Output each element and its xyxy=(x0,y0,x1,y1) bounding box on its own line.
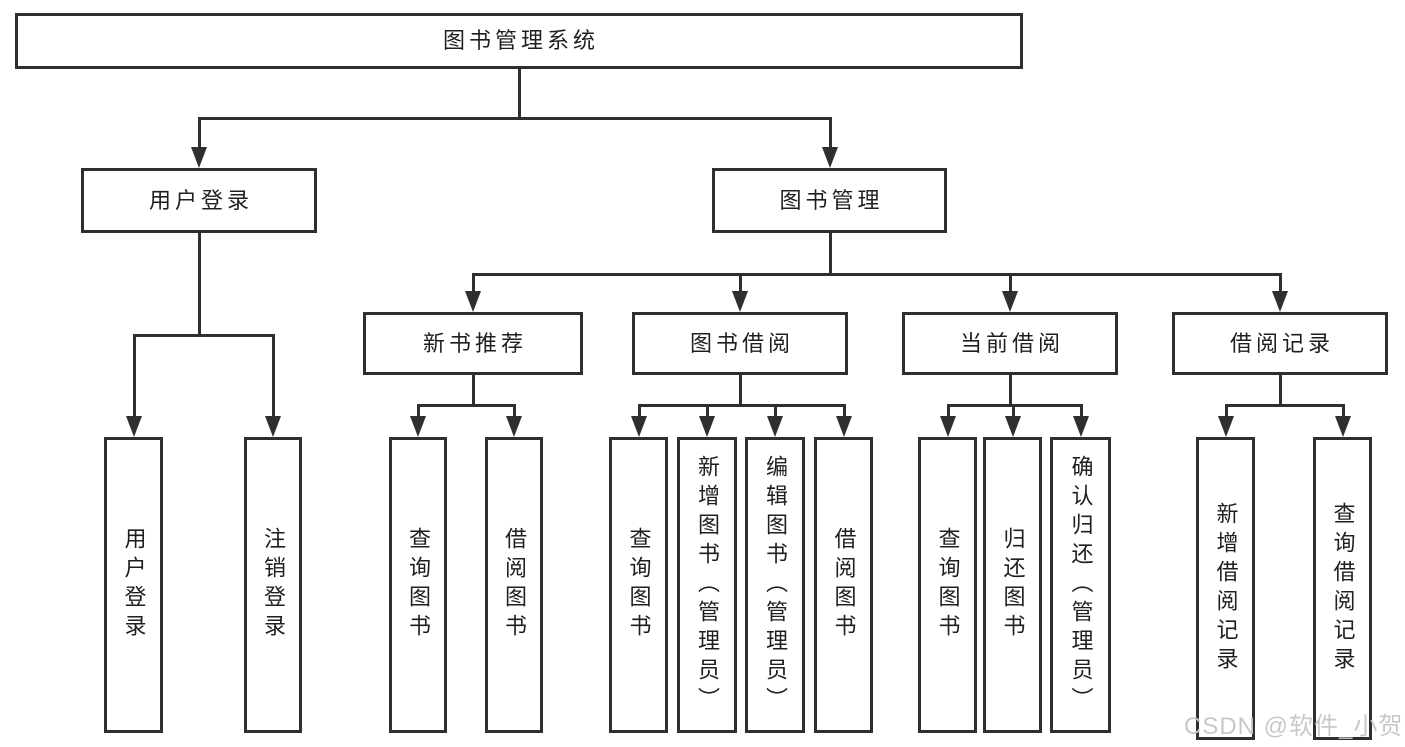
node-label-bb-add: 新增图书（管理员） xyxy=(695,454,720,716)
connector-stub-book-mgmt xyxy=(829,232,832,275)
node-bb-edit: 编辑图书（管理员） xyxy=(745,437,805,733)
connector-drop-leaf-logout xyxy=(272,334,275,421)
node-label-br-add: 新增借阅记录 xyxy=(1213,501,1239,676)
node-leaf-user-login: 用户登录 xyxy=(104,437,163,733)
node-label-book-borrow: 图书借阅 xyxy=(689,330,794,356)
arrow-into-leaf-logout xyxy=(265,416,281,437)
node-current-borrow: 当前借阅 xyxy=(902,312,1118,375)
connector-drop-bb-query xyxy=(638,404,641,421)
connector-rail-current-borrow xyxy=(947,404,1083,407)
connector-stub-book-borrow xyxy=(739,374,742,406)
node-label-current-borrow: 当前借阅 xyxy=(959,330,1064,356)
connector-rail-new-book-rec xyxy=(417,404,516,407)
connector-rail-book-mgmt xyxy=(472,273,1282,276)
connector-drop-nb-query xyxy=(417,404,420,421)
arrow-into-bb-query xyxy=(631,416,647,437)
connector-stub-user-login xyxy=(198,232,201,336)
connector-drop-book-borrow xyxy=(739,273,742,296)
arrow-into-book-mgmt xyxy=(822,147,838,168)
node-user-login: 用户登录 xyxy=(81,168,317,233)
arrow-into-bb-add xyxy=(699,416,715,437)
arrow-into-book-borrow xyxy=(732,291,748,312)
node-bb-add: 新增图书（管理员） xyxy=(677,437,737,733)
node-label-user-login: 用户登录 xyxy=(148,187,253,213)
node-label-br-query: 查询借阅记录 xyxy=(1330,501,1356,676)
node-book-mgmt: 图书管理 xyxy=(712,168,947,233)
node-leaf-logout: 注销登录 xyxy=(244,437,302,733)
node-label-bb-query: 查询图书 xyxy=(626,527,652,643)
connector-drop-bb-edit xyxy=(774,404,777,421)
csdn-watermark: CSDN @软件_小贺同学 xyxy=(1184,713,1405,740)
connector-rail-user-login xyxy=(133,334,275,337)
arrow-into-br-add xyxy=(1218,416,1234,437)
connector-drop-borrow-records xyxy=(1279,273,1282,296)
connector-rail-root xyxy=(198,117,832,120)
arrow-into-bb-edit xyxy=(767,416,783,437)
connector-rail-book-borrow xyxy=(638,404,846,407)
connector-drop-cb-return xyxy=(1012,404,1015,421)
arrow-into-current-borrow xyxy=(1002,291,1018,312)
node-cb-confirm: 确认归还（管理员） xyxy=(1050,437,1111,733)
node-new-book-rec: 新书推荐 xyxy=(363,312,583,375)
connector-drop-br-add xyxy=(1225,404,1228,421)
arrow-into-bb-borrow xyxy=(836,416,852,437)
arrow-into-nb-borrow xyxy=(506,416,522,437)
connector-drop-current-borrow xyxy=(1009,273,1012,296)
connector-stub-borrow-records xyxy=(1279,374,1282,406)
node-label-leaf-user-login: 用户登录 xyxy=(121,527,147,643)
node-label-nb-borrow: 借阅图书 xyxy=(502,527,527,643)
connector-drop-user-login xyxy=(198,117,201,152)
connector-drop-br-query xyxy=(1342,404,1345,421)
node-cb-query: 查询图书 xyxy=(918,437,977,733)
node-label-leaf-logout: 注销登录 xyxy=(261,527,286,643)
connector-rail-borrow-records xyxy=(1225,404,1345,407)
arrow-into-cb-query xyxy=(940,416,956,437)
node-nb-query: 查询图书 xyxy=(389,437,447,733)
arrow-into-borrow-records xyxy=(1272,291,1288,312)
node-root: 图书管理系统 xyxy=(15,13,1023,69)
arrow-into-user-login xyxy=(191,147,207,168)
node-br-query: 查询借阅记录 xyxy=(1313,437,1372,740)
node-label-borrow-records: 借阅记录 xyxy=(1229,330,1334,356)
connector-drop-book-mgmt xyxy=(829,117,832,152)
node-br-add: 新增借阅记录 xyxy=(1196,437,1255,740)
node-label-book-mgmt: 图书管理 xyxy=(779,187,884,213)
connector-drop-bb-borrow xyxy=(843,404,846,421)
node-borrow-records: 借阅记录 xyxy=(1172,312,1388,375)
node-label-nb-query: 查询图书 xyxy=(406,527,431,643)
connector-drop-leaf-user-login xyxy=(133,334,136,421)
node-bb-query: 查询图书 xyxy=(609,437,668,733)
connector-stub-current-borrow xyxy=(1009,374,1012,406)
arrow-into-leaf-user-login xyxy=(126,416,142,437)
connector-stub-new-book-rec xyxy=(472,374,475,406)
node-label-cb-confirm: 确认归还（管理员） xyxy=(1068,454,1094,716)
node-label-cb-query: 查询图书 xyxy=(935,527,961,643)
arrow-into-new-book-rec xyxy=(465,291,481,312)
connector-drop-nb-borrow xyxy=(513,404,516,421)
node-label-new-book-rec: 新书推荐 xyxy=(422,330,527,356)
node-bb-borrow: 借阅图书 xyxy=(814,437,873,733)
node-label-root: 图书管理系统 xyxy=(442,28,599,53)
arrow-into-cb-confirm xyxy=(1073,416,1089,437)
connector-drop-cb-confirm xyxy=(1080,404,1083,421)
node-label-bb-borrow: 借阅图书 xyxy=(831,527,857,643)
connector-stub-root xyxy=(518,68,521,119)
node-label-cb-return: 归还图书 xyxy=(1000,527,1026,643)
node-label-bb-edit: 编辑图书（管理员） xyxy=(763,454,788,716)
node-book-borrow: 图书借阅 xyxy=(632,312,848,375)
node-nb-borrow: 借阅图书 xyxy=(485,437,543,733)
node-cb-return: 归还图书 xyxy=(983,437,1042,733)
connector-drop-bb-add xyxy=(706,404,709,421)
arrow-into-br-query xyxy=(1335,416,1351,437)
connector-drop-new-book-rec xyxy=(472,273,475,296)
connector-drop-cb-query xyxy=(947,404,950,421)
arrow-into-cb-return xyxy=(1005,416,1021,437)
arrow-into-nb-query xyxy=(410,416,426,437)
